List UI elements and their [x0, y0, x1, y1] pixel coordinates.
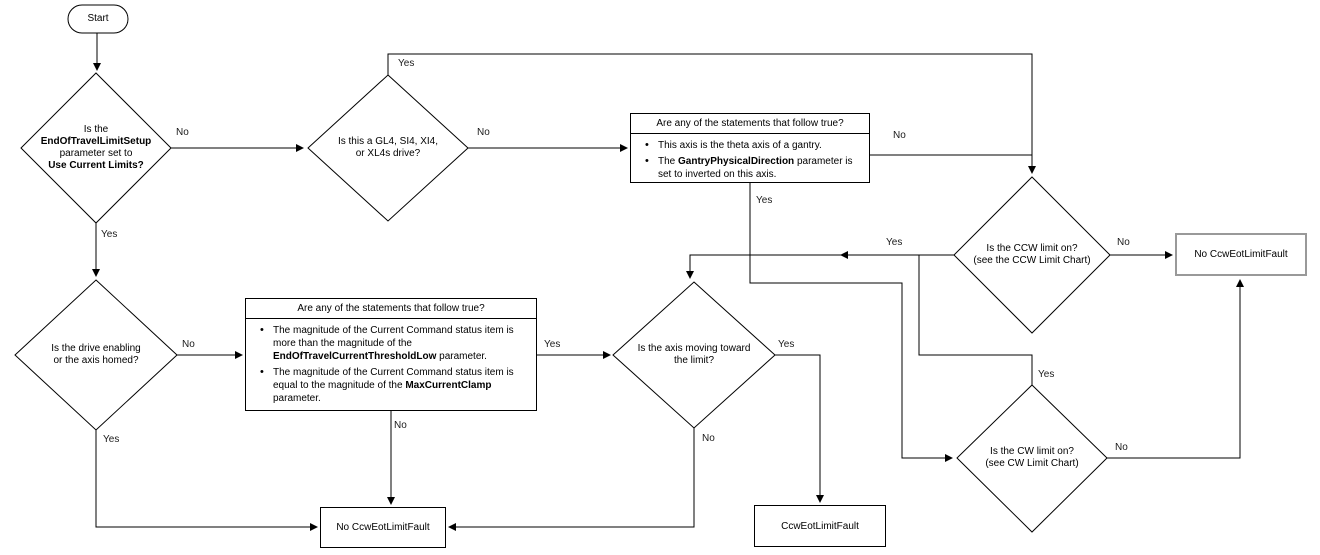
decision-drive-enabling-shape — [14, 279, 178, 431]
statement-box-current-title: Are any of the statements that follow tr… — [246, 299, 536, 319]
current-bullet-1: The magnitude of the Current Command sta… — [260, 324, 526, 363]
start-terminator: Start — [87, 13, 109, 24]
decision-axis-moving-shape — [612, 281, 776, 429]
decision-eot-setup: Is the EndOfTravelLimitSetup parameter s… — [41, 124, 152, 172]
current-bullet-1-param: EndOfTravelCurrentThresholdLow — [273, 351, 437, 362]
decision-axis-moving: Is the axis moving toward the limit? — [638, 343, 751, 367]
edge-gantrybox-yes — [749, 183, 953, 462]
label-enabling-no: No — [182, 339, 195, 350]
statement-box-current: Are any of the statements that follow tr… — [245, 298, 537, 411]
decision-eot-setup-shape — [20, 72, 172, 224]
label-currentbox-yes: Yes — [544, 339, 561, 350]
gantry-bullet-1: This axis is the theta axis of a gantry. — [645, 139, 859, 152]
statement-box-current-list: The magnitude of the Current Command sta… — [246, 324, 536, 405]
current-bullet-2-post: parameter. — [273, 393, 321, 404]
decision-drive-type: Is this a GL4, SI4, XI4, or XL4s drive? — [338, 136, 438, 160]
decision-drive-type-shape — [307, 74, 469, 222]
decision-ccw-limit-line1: Is the CCW limit on? — [986, 243, 1078, 254]
label-cw-no: No — [1115, 442, 1128, 453]
decision-eot-setup-line2: EndOfTravelLimitSetup — [40, 136, 152, 147]
edge-axismoving-yes — [775, 354, 824, 503]
decision-axis-moving-line1: Is the axis moving toward — [637, 343, 751, 354]
gantry-bullet-2-post: parameter is set to inverted on this axi… — [658, 156, 853, 180]
current-bullet-2: The magnitude of the Current Command sta… — [260, 366, 526, 405]
decision-drive-type-line1: Is this a GL4, SI4, XI4, — [337, 136, 439, 147]
statement-box-gantry-list: This axis is the theta axis of a gantry.… — [631, 139, 869, 181]
decision-cw-limit: Is the CW limit on? (see CW Limit Chart) — [985, 446, 1078, 470]
edge-cw-no — [1107, 279, 1244, 459]
current-bullet-2-pre: The magnitude of the Current Command sta… — [273, 367, 514, 391]
start-terminator-shape — [67, 4, 129, 34]
statement-box-gantry: Are any of the statements that follow tr… — [630, 113, 870, 183]
decision-drive-type-line2: or XL4s drive? — [355, 148, 421, 159]
decision-eot-setup-line3: parameter set to — [59, 148, 133, 159]
decision-cw-limit-shape — [956, 384, 1108, 533]
gantry-bullet-1-text: This axis is the theta axis of a gantry. — [658, 140, 822, 151]
edge-drivetype-yes — [387, 53, 1036, 174]
label-gantrybox-yes: Yes — [756, 195, 773, 206]
edge-axismoving-no — [448, 428, 695, 531]
current-bullet-1-pre: The magnitude of the Current Command sta… — [273, 325, 514, 349]
statement-box-gantry-title: Are any of the statements that follow tr… — [631, 114, 869, 134]
edge-enabling-yes — [95, 430, 318, 531]
decision-ccw-limit-shape — [953, 176, 1111, 334]
decision-eot-setup-line4: Use Current Limits? — [48, 160, 144, 171]
gantry-bullet-2-param: GantryPhysicalDirection — [678, 156, 795, 167]
decision-drive-enabling: Is the drive enabling or the axis homed? — [51, 343, 141, 367]
result-no-fault-right: No CcwEotLimitFault — [1175, 233, 1307, 276]
edge-cw-yes — [686, 254, 1033, 385]
label-ccw-no: No — [1117, 237, 1130, 248]
current-bullet-2-param: MaxCurrentClamp — [405, 380, 492, 391]
label-enabling-yes: Yes — [103, 434, 120, 445]
gantry-bullet-2-pre: The — [658, 156, 679, 167]
label-axismoving-yes: Yes — [778, 339, 795, 350]
label-eot-yes: Yes — [101, 229, 118, 240]
decision-drive-enabling-line1: Is the drive enabling — [51, 343, 141, 354]
label-eot-no: No — [176, 127, 189, 138]
current-bullet-1-post: parameter. — [436, 351, 487, 362]
decision-drive-enabling-line2: or the axis homed? — [53, 355, 139, 366]
label-gantrybox-no: No — [893, 130, 906, 141]
decision-ccw-limit: Is the CCW limit on? (see the CCW Limit … — [973, 243, 1090, 267]
label-currentbox-no: No — [394, 420, 407, 431]
decision-ccw-limit-line2: (see the CCW Limit Chart) — [973, 255, 1091, 266]
label-drivetype-yes: Yes — [398, 58, 415, 69]
decision-eot-setup-line1: Is the — [83, 124, 109, 135]
label-axismoving-no: No — [702, 433, 715, 444]
label-cw-yes: Yes — [1038, 369, 1055, 380]
label-ccw-yes: Yes — [886, 237, 903, 248]
decision-axis-moving-line2: the limit? — [673, 355, 715, 366]
decision-cw-limit-line2: (see CW Limit Chart) — [985, 458, 1079, 469]
label-drivetype-no: No — [477, 127, 490, 138]
decision-cw-limit-line1: Is the CW limit on? — [990, 446, 1074, 457]
gantry-bullet-2: The GantryPhysicalDirection parameter is… — [645, 155, 859, 181]
result-no-fault-bottom: No CcwEotLimitFault — [320, 507, 446, 548]
result-fault: CcwEotLimitFault — [754, 505, 886, 547]
